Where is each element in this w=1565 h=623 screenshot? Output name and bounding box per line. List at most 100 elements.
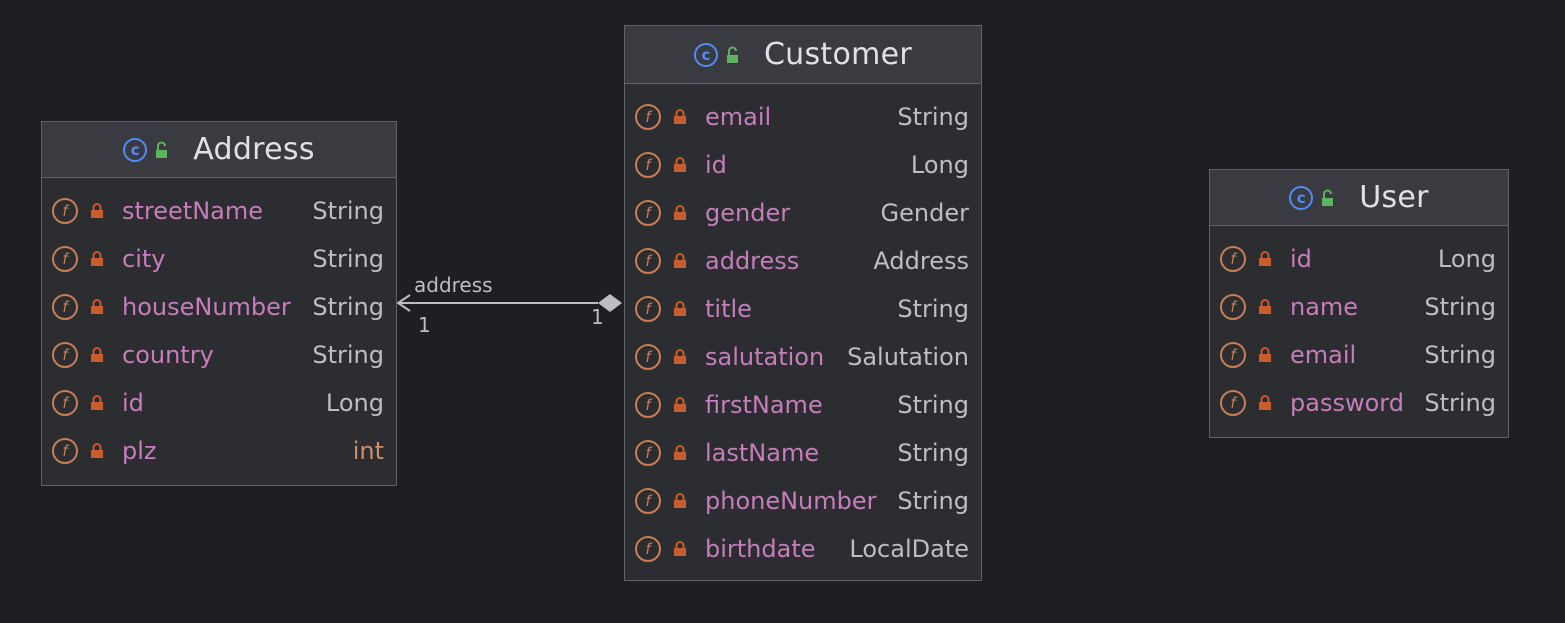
field-row[interactable]: f email String	[625, 93, 981, 141]
class-name: Address	[193, 132, 315, 167]
field-name: birthdate	[705, 535, 816, 563]
class-icon: c	[1289, 185, 1314, 210]
class-header: c Customer	[625, 26, 981, 84]
field-name: phoneNumber	[705, 487, 877, 515]
field-name: id	[122, 389, 144, 417]
field-row[interactable]: f email String	[1210, 331, 1508, 379]
field-name: address	[705, 247, 800, 275]
lock-icon	[91, 251, 103, 266]
field-type: String	[897, 487, 969, 515]
lock-icon	[674, 253, 686, 268]
lock-icon	[674, 349, 686, 364]
target-multiplicity: 1	[591, 305, 604, 329]
unlock-icon	[156, 141, 168, 158]
field-type: String	[312, 293, 384, 321]
field-icon: f	[635, 392, 661, 418]
field-type: Gender	[880, 199, 969, 227]
lock-icon	[674, 445, 686, 460]
lock-icon	[674, 109, 686, 124]
lock-icon	[91, 299, 103, 314]
field-name: email	[705, 103, 772, 131]
field-name: houseNumber	[122, 293, 291, 321]
lock-icon	[674, 205, 686, 220]
field-type: Long	[1437, 245, 1496, 273]
class-name: User	[1359, 180, 1429, 215]
field-name: id	[1290, 245, 1312, 273]
field-icon: f	[635, 248, 661, 274]
field-type: String	[897, 295, 969, 323]
edge-label: address	[414, 273, 493, 297]
lock-icon	[674, 397, 686, 412]
field-name: email	[1290, 341, 1357, 369]
source-multiplicity: 1	[418, 313, 431, 337]
field-icon: f	[635, 296, 661, 322]
field-type: String	[897, 439, 969, 467]
field-icon: f	[52, 294, 78, 320]
field-row[interactable]: f firstName String	[625, 381, 981, 429]
field-name: plz	[122, 437, 157, 465]
lock-icon	[91, 203, 103, 218]
field-name: id	[705, 151, 727, 179]
lock-icon	[91, 443, 103, 458]
composition-diamond	[598, 294, 622, 312]
field-icon: f	[1220, 246, 1246, 272]
field-icon: f	[635, 440, 661, 466]
lock-icon	[674, 493, 686, 508]
field-name: gender	[705, 199, 791, 227]
field-name: password	[1290, 389, 1404, 417]
field-type: String	[312, 245, 384, 273]
field-type: String	[897, 391, 969, 419]
class-header: c User	[1210, 170, 1508, 226]
field-icon: f	[1220, 342, 1246, 368]
lock-icon	[91, 395, 103, 410]
lock-icon	[674, 301, 686, 316]
field-icon: f	[52, 438, 78, 464]
field-row[interactable]: f id Long	[1210, 235, 1508, 283]
field-type: Long	[910, 151, 969, 179]
field-icon: f	[52, 246, 78, 272]
field-icon: f	[1220, 390, 1246, 416]
lock-icon	[1259, 251, 1271, 266]
class-header: c Address	[42, 122, 396, 178]
unlock-icon	[726, 46, 738, 63]
open-arrowhead	[396, 294, 411, 312]
field-row[interactable]: f title String	[625, 285, 981, 333]
field-type: Address	[873, 247, 969, 275]
field-name: city	[122, 245, 166, 273]
composition-edge[interactable]: address 1 1	[396, 273, 622, 337]
field-row[interactable]: f gender Gender	[625, 189, 981, 237]
field-name: firstName	[705, 391, 823, 419]
field-row[interactable]: f houseNumber String	[42, 283, 396, 331]
field-row[interactable]: f address Address	[625, 237, 981, 285]
field-type: Long	[325, 389, 384, 417]
field-row[interactable]: f city String	[42, 235, 396, 283]
field-type: Salutation	[847, 343, 969, 371]
field-type: String	[312, 341, 384, 369]
field-name: title	[705, 295, 752, 323]
class-icon: c	[693, 42, 718, 67]
field-type: String	[897, 103, 969, 131]
field-type: String	[1424, 341, 1496, 369]
field-type: String	[312, 197, 384, 225]
field-name: country	[122, 341, 214, 369]
field-icon: f	[635, 200, 661, 226]
field-icon: f	[635, 104, 661, 130]
field-icon: f	[52, 198, 78, 224]
